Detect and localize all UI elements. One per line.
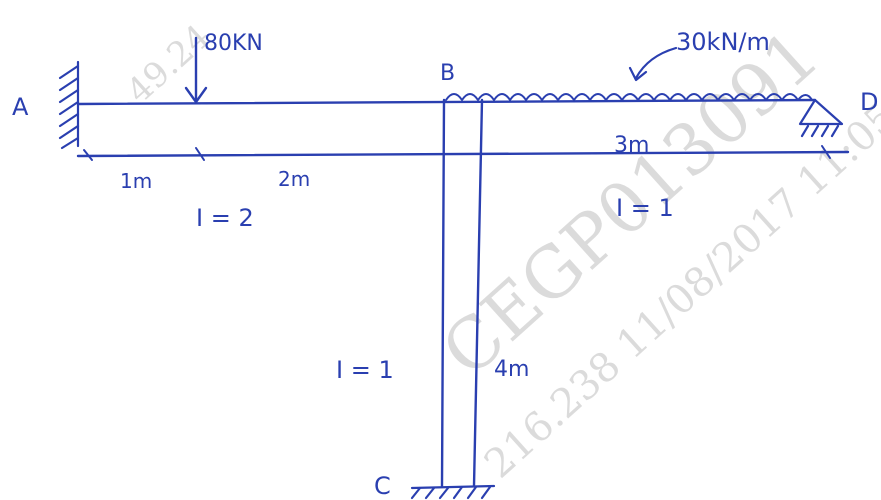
span-2-label: 2m — [278, 167, 310, 191]
column-length-label: 4m — [494, 357, 529, 382]
inertia-bd-label: I = 1 — [616, 194, 674, 222]
label-c: C — [374, 472, 391, 500]
point-load-label: 80KN — [204, 31, 263, 56]
dimension-ticks — [83, 145, 831, 161]
watermark: CEGP013091 216.238 11/08/2017 11:05:51 4… — [119, 14, 881, 488]
inertia-bc-label: I = 1 — [336, 356, 394, 384]
span-1-label: 1m — [120, 169, 152, 193]
fixed-support-c — [410, 484, 496, 500]
column-bc — [440, 98, 484, 488]
udl-label: 30kN/m — [676, 28, 770, 56]
label-d: D — [860, 88, 878, 116]
beam-ad — [76, 98, 850, 158]
point-load-arrow — [184, 36, 208, 104]
inertia-ab-label: I = 2 — [196, 204, 254, 232]
label-b: B — [440, 61, 455, 86]
fixed-support-a — [58, 60, 80, 150]
span-3-label: 3m — [614, 133, 649, 158]
pinned-support-d — [798, 98, 844, 138]
label-a: A — [12, 93, 29, 121]
udl-pointer-arrow — [628, 46, 678, 82]
distributed-load — [445, 93, 813, 101]
